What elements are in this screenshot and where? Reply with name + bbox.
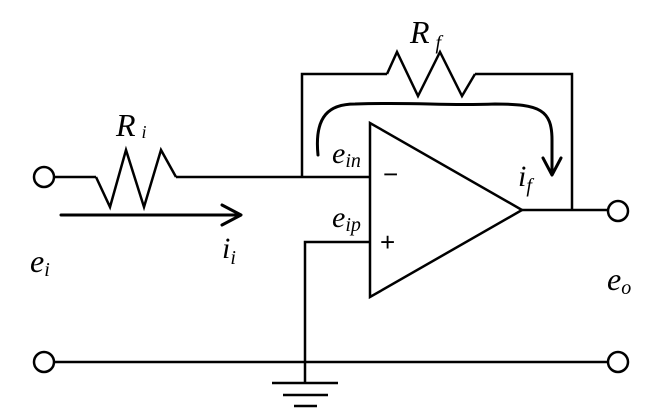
inverting-node-main: e [332,137,345,170]
input-resistor-subscript: i [142,122,147,142]
input-resistor [94,145,178,212]
output-terminal-top [606,199,630,223]
feedback-wire-right [475,72,574,210]
inverting-node-sub: in [345,150,361,172]
feedback-current-label: if [518,160,534,197]
noninverting-node-main: e [332,201,345,234]
output-voltage-main: e [607,261,621,297]
input-current-main: i [222,232,230,265]
op-amp [368,120,525,300]
input-resistor-symbol: R [115,107,136,143]
noninverting-node-sub: ip [345,214,361,236]
feedback-wire-left [300,72,387,177]
ground-icon [272,381,338,408]
inverting-sign: − [383,159,398,189]
input-current-sub: i [230,247,236,269]
input-voltage-main: e [30,243,44,279]
noninverting-sign: + [380,227,395,257]
noninverting-node-label: eip [332,201,361,236]
noninverting-input-wire [303,240,370,383]
input-current-label: ii [222,232,236,269]
output-voltage-label: eo [607,261,631,299]
input-voltage-label: ei [30,243,50,281]
input-terminal-bottom [32,350,56,374]
input-current-arrow [59,203,243,227]
feedback-current-main: i [518,160,526,193]
inverting-node-label: ein [332,137,361,172]
feedback-current-sub: f [526,175,534,197]
feedback-current-arrow [315,101,563,177]
feedback-resistor-subscript: f [436,32,444,54]
output-voltage-sub: o [621,277,631,299]
input-voltage-sub: i [44,259,50,281]
feedback-resistor [385,49,477,99]
feedback-resistor-symbol: R [409,14,430,50]
output-terminal-bottom [606,350,630,374]
input-terminal-top [32,165,56,189]
